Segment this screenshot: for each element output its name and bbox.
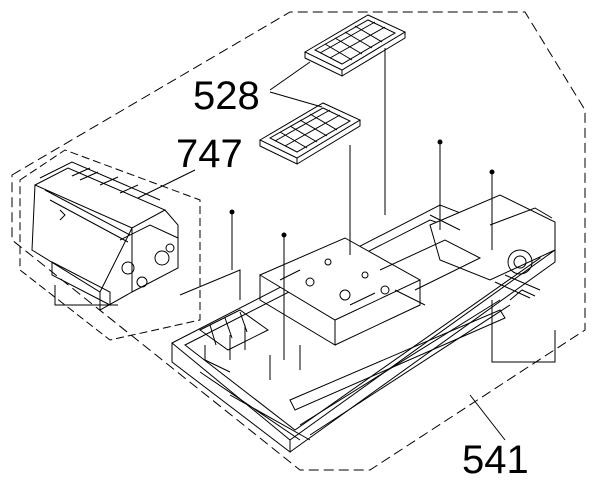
guide-line-right	[491, 300, 556, 363]
screw-markers	[229, 139, 495, 360]
assembly-boundary	[11, 11, 586, 471]
callout-541: 541	[462, 438, 529, 482]
leader-747	[137, 169, 196, 199]
part-528-tray-lower	[258, 102, 362, 165]
guide-line-747	[54, 269, 241, 306]
callout-747: 747	[176, 132, 243, 176]
callout-528: 528	[193, 74, 260, 118]
part-528-tray-upper	[303, 14, 407, 77]
leader-528-b	[269, 91, 323, 108]
module-boundary	[19, 149, 201, 341]
leader-541	[469, 394, 506, 441]
leader-528-a	[269, 61, 311, 91]
part-747-printhead-unit	[31, 161, 179, 311]
